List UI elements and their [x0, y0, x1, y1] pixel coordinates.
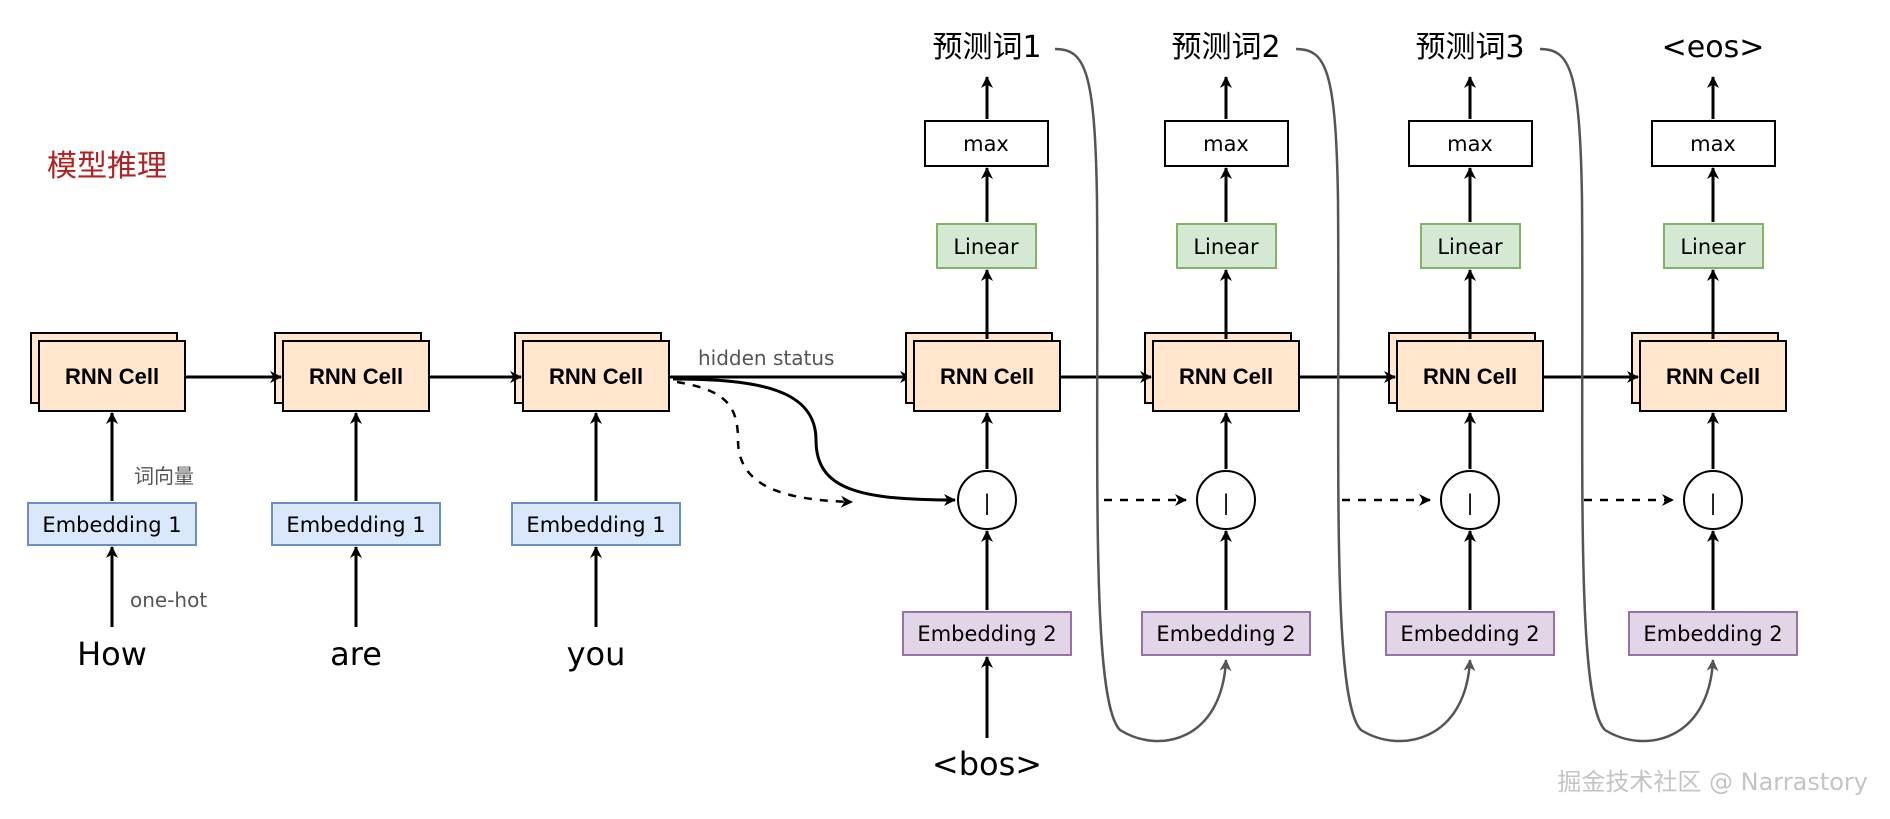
encoder-step-how: RNN Cell Embedding 1 How 词向量 one-hot [27, 332, 207, 673]
output-word-3: 预测词3 [1415, 30, 1524, 65]
concat-symbol: | [1222, 491, 1229, 516]
rnn-cell-label: RNN Cell [309, 364, 403, 389]
concat-circle [1196, 470, 1256, 530]
output-word-1: 预测词1 [932, 30, 1041, 65]
embedding-1-box [27, 502, 197, 546]
rnn-cell-label: RNN Cell [1666, 364, 1760, 389]
linear-box [1176, 223, 1277, 269]
input-word-are: are [330, 635, 382, 673]
feedback-loop-2 [1295, 47, 1476, 743]
rnn-cell [38, 340, 186, 412]
feedback-loop-3 [1539, 47, 1719, 743]
rnn-cell [913, 340, 1061, 412]
embedding-2-box [1141, 611, 1311, 656]
concat-circle [1683, 470, 1743, 530]
max-box [1408, 120, 1533, 167]
diagram-title: 模型推理 [47, 149, 167, 184]
output-word-eos: <eos> [1662, 30, 1765, 65]
embedding-2-box [902, 611, 1072, 656]
embedding-2-label: Embedding 2 [1400, 622, 1539, 646]
linear-box [936, 223, 1037, 269]
embedding-2-label: Embedding 2 [1156, 622, 1295, 646]
concat-symbol: | [1466, 491, 1473, 516]
feedback-loop-1 [1054, 47, 1232, 743]
decoder-step-3: RNN Cell Linear max | Embedding 2 预测词3 [1385, 30, 1555, 656]
max-label: max [1203, 132, 1249, 156]
rnn-cell-label: RNN Cell [65, 364, 159, 389]
max-label: max [963, 132, 1009, 156]
embedding-1-box [271, 502, 441, 546]
embedding-1-label: Embedding 1 [286, 513, 425, 537]
encoder-step-you: RNN Cell Embedding 1 you [511, 332, 681, 673]
rnn-cell [1639, 340, 1787, 412]
linear-label: Linear [1193, 235, 1259, 259]
decoder-step-1: RNN Cell Linear max | Embedding 2 预测词1 <… [902, 30, 1072, 783]
linear-box [1663, 223, 1764, 269]
max-box [924, 120, 1049, 167]
concat-circle [1440, 470, 1500, 530]
start-token: <bos> [932, 745, 1042, 783]
embedding-1-label: Embedding 1 [42, 513, 181, 537]
note-word-vector: 词向量 [134, 464, 194, 488]
encoder-step-are: RNN Cell Embedding 1 are [271, 332, 441, 673]
dashed-arrow-hidden [676, 380, 853, 508]
linear-label: Linear [1437, 235, 1503, 259]
decoder-step-4: RNN Cell Linear max | Embedding 2 <eos> [1628, 30, 1798, 656]
input-word-you: you [567, 635, 626, 673]
rnn-cell-label: RNN Cell [1423, 364, 1517, 389]
embedding-2-label: Embedding 2 [1643, 622, 1782, 646]
rnn-cell-label: RNN Cell [1179, 364, 1273, 389]
max-label: max [1690, 132, 1736, 156]
linear-label: Linear [1680, 235, 1746, 259]
linear-box [1420, 223, 1521, 269]
hidden-status-label: hidden status [698, 346, 834, 370]
max-label: max [1447, 132, 1493, 156]
rnn-cell [1396, 340, 1544, 412]
embedding-2-label: Embedding 2 [917, 622, 1056, 646]
linear-label: Linear [953, 235, 1019, 259]
concat-symbol: | [1709, 491, 1716, 516]
embedding-2-box [1628, 611, 1798, 656]
embedding-1-label: Embedding 1 [526, 513, 665, 537]
embedding-1-box [511, 502, 681, 546]
rnn-cell-label: RNN Cell [549, 364, 643, 389]
output-word-2: 预测词2 [1171, 30, 1280, 65]
embedding-2-box [1385, 611, 1555, 656]
watermark: 掘金技术社区 @ Narrastory [1557, 768, 1868, 796]
note-onehot: one-hot [130, 588, 207, 612]
decoder-step-2: RNN Cell Linear max | Embedding 2 预测词2 [1141, 30, 1311, 656]
concat-symbol: | [983, 491, 990, 516]
arrow-hidden-to-concat [672, 377, 956, 506]
max-box [1164, 120, 1289, 167]
concat-circle [957, 470, 1017, 530]
max-box [1651, 120, 1776, 167]
rnn-cell-label: RNN Cell [940, 364, 1034, 389]
input-word-how: How [77, 635, 147, 673]
